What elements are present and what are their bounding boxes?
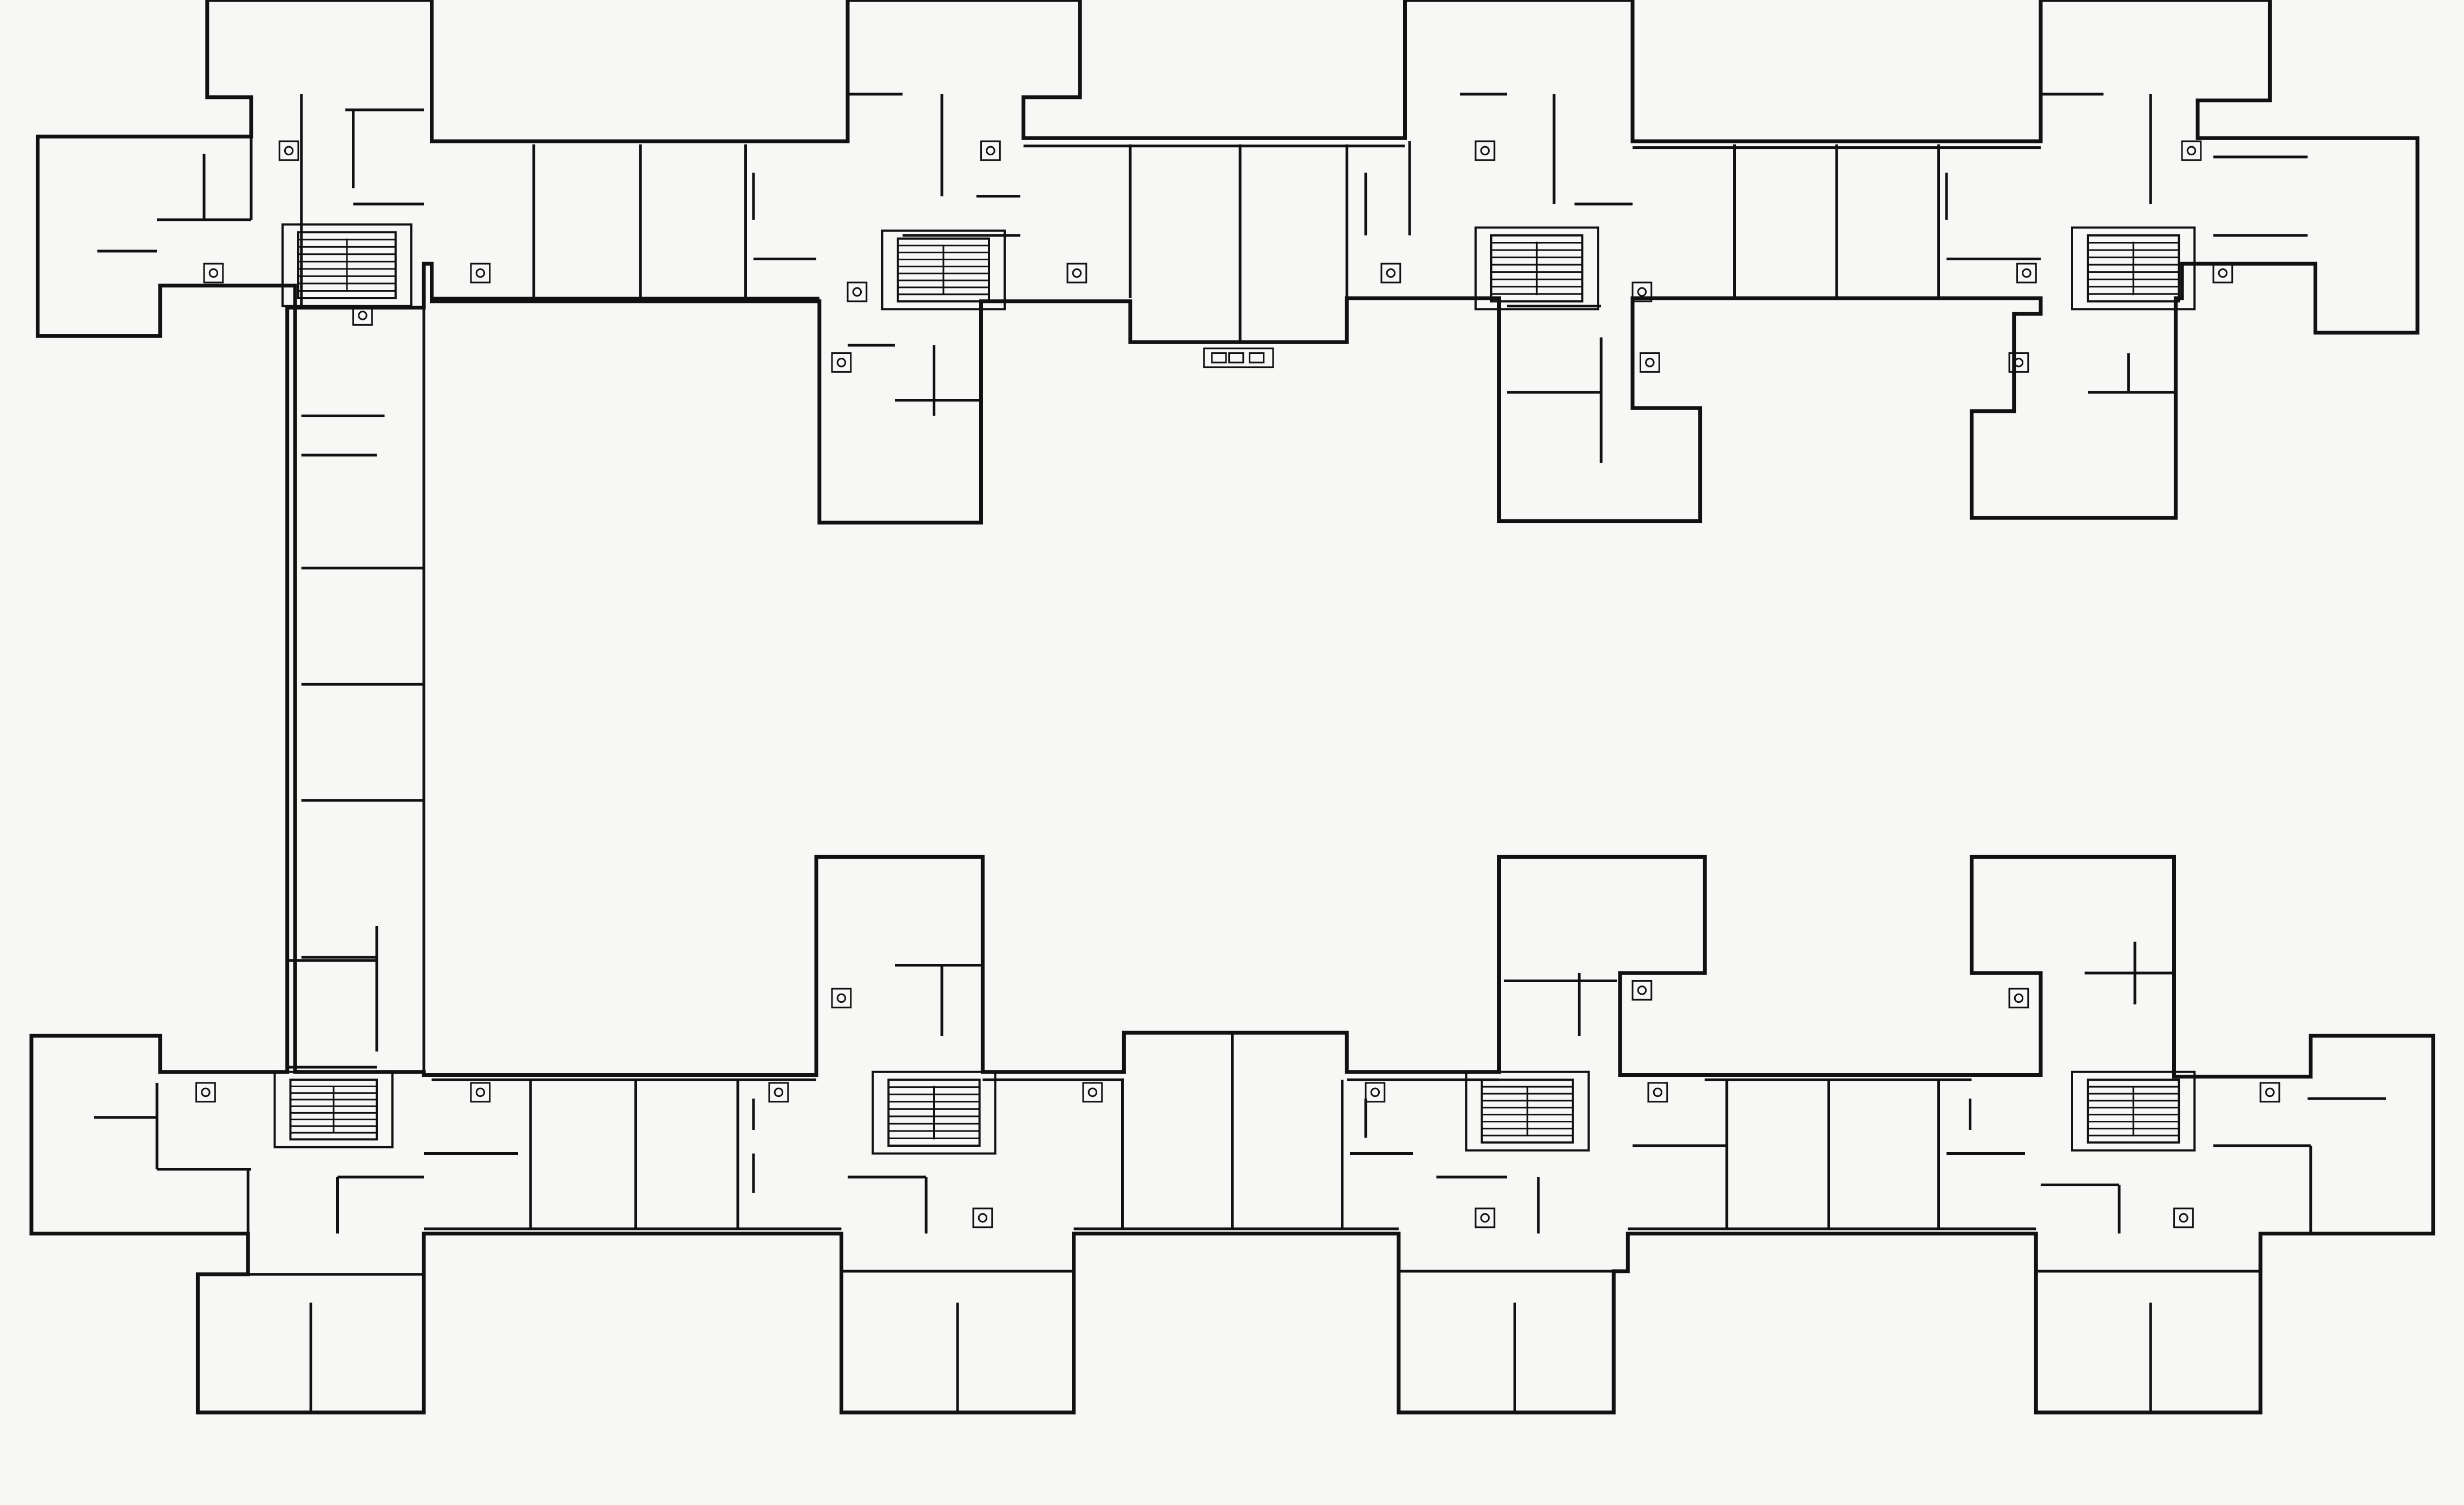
fixture-circle (2022, 268, 2032, 278)
stairwell-frame (881, 229, 1006, 311)
toilet-fixture (1380, 262, 1401, 284)
window-pane (1228, 352, 1244, 364)
toilet-fixture (1640, 352, 1660, 373)
fixture-circle (2218, 268, 2228, 278)
stairwell-frame (273, 1070, 394, 1148)
stairwells (273, 223, 2196, 1155)
fixture-circle (2014, 358, 2024, 367)
fixture-circle (1480, 146, 1490, 156)
window-pane (1211, 352, 1227, 364)
fixture-circle (2265, 1087, 2275, 1097)
stairwell-frame (281, 223, 412, 307)
fixture-circle (1637, 287, 1647, 297)
fixture-circle (2179, 1213, 2188, 1223)
toilet-fixture (768, 1082, 789, 1103)
toilet-fixture (2016, 262, 2037, 284)
window-unit (1203, 347, 1274, 369)
interior-partitions (94, 93, 2386, 1412)
stair-flight (1480, 1079, 1574, 1144)
fixture-circle (284, 146, 294, 156)
stair-flight (2087, 1079, 2180, 1144)
toilet-fixture (352, 305, 373, 326)
fixture-circle (358, 311, 368, 320)
toilet-fixture (2173, 1207, 2194, 1228)
fixture-circle (978, 1213, 988, 1223)
fixture-circle (1087, 1087, 1098, 1097)
toilet-fixture (972, 1207, 993, 1228)
toilet-fixture (203, 262, 224, 284)
toilet-fixture (831, 352, 852, 373)
fixture-circle (836, 993, 847, 1003)
stairwell-frame (2071, 1070, 2196, 1152)
stairwell-frame (1475, 226, 1600, 311)
fixture-circle (1637, 985, 1647, 995)
toilet-fixture (2008, 988, 2029, 1009)
toilet-fixture (831, 988, 852, 1009)
fixture-circle (208, 268, 219, 278)
fixture-circle (1370, 1087, 1380, 1097)
fixture-circle (475, 1087, 486, 1097)
stair-flight (1490, 234, 1584, 303)
toilet-fixture (2212, 262, 2233, 284)
stair-flight (2087, 234, 2180, 303)
toilet-fixture (2008, 352, 2029, 373)
fixture-circle (1386, 268, 1396, 278)
toilet-fixture (1475, 1207, 1496, 1228)
toilet-fixture (2181, 140, 2202, 161)
toilet-fixture (1631, 281, 1653, 303)
toilet-fixture (470, 262, 491, 284)
stairwell-frame (1465, 1070, 1590, 1152)
stair-flight (896, 237, 991, 303)
fixture-circle (836, 358, 847, 367)
toilet-fixture (1631, 980, 1653, 1001)
stair-flight (297, 231, 397, 300)
fixture-circle (852, 287, 862, 297)
fixture-circle (986, 146, 995, 156)
toilet-fixture (470, 1082, 491, 1103)
toilet-fixture (195, 1082, 216, 1103)
sanitary-fixtures (195, 140, 2280, 1228)
toilet-fixture (1475, 140, 1496, 161)
fixture-circle (1072, 268, 1082, 278)
stair-flight (289, 1079, 378, 1141)
toilet-fixture (278, 140, 299, 161)
toilet-fixture (847, 281, 868, 303)
fixture-circle (774, 1087, 784, 1097)
toilet-fixture (1082, 1082, 1103, 1103)
stairwell-frame (871, 1070, 997, 1155)
fixture-circle (1645, 358, 1655, 367)
lower-wing-outer-wall (29, 305, 2435, 1415)
toilet-fixture (1365, 1082, 1386, 1103)
stair-flight (887, 1079, 981, 1147)
fixture-circle (2186, 146, 2197, 156)
toilet-fixture (1066, 262, 1087, 284)
toilet-fixture (980, 140, 1001, 161)
fixture-circle (2014, 993, 2024, 1003)
fixture-circle (1653, 1087, 1663, 1097)
stairwell-frame (2071, 226, 2196, 311)
fixture-circle (201, 1087, 211, 1097)
fixture-circle (475, 268, 486, 278)
fixture-circle (1480, 1213, 1490, 1223)
window-pane (1248, 352, 1264, 364)
toilet-fixture (2259, 1082, 2280, 1103)
toilet-fixture (1647, 1082, 1668, 1103)
